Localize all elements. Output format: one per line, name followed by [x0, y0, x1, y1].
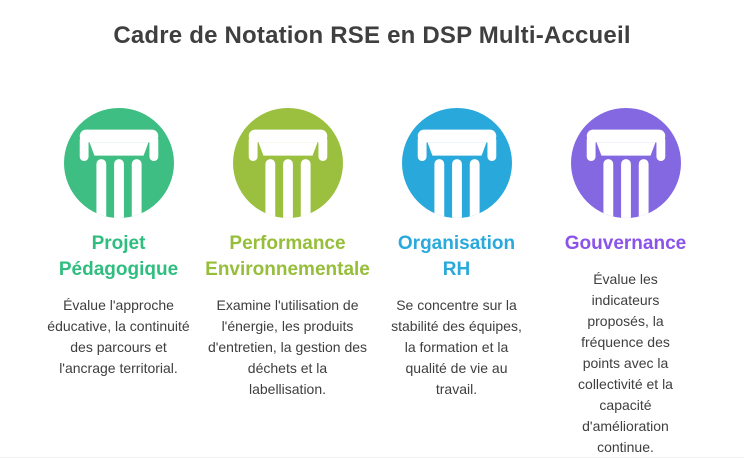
column-heading: Organisation RH	[397, 233, 516, 280]
pillar-icon	[401, 108, 512, 218]
column-heading: Performance Environnementale	[205, 233, 370, 280]
column-description: Évalue les indicateurs proposés, la fréq…	[578, 271, 673, 455]
column-projet-pedagogique: Projet Pédagogique Évalue l'approche édu…	[34, 108, 203, 457]
pillar-icon	[63, 108, 174, 218]
column-heading: Projet Pédagogique	[58, 233, 179, 280]
pillar-icon	[232, 108, 343, 218]
pillar-icon	[570, 108, 681, 218]
column-description: Se concentre sur la stabilité des équipe…	[391, 297, 522, 397]
page-title: Cadre de Notation RSE en DSP Multi-Accue…	[113, 22, 631, 49]
column-performance-environnementale: Performance Environnementale Examine l'u…	[203, 108, 372, 457]
column-description: Évalue l'approche éducative, la continui…	[47, 297, 190, 376]
column-description: Examine l'utilisation de l'énergie, les …	[207, 297, 368, 397]
column-gouvernance: Gouvernance Évalue les indicateurs propo…	[541, 108, 710, 457]
pillar-columns: Projet Pédagogique Évalue l'approche édu…	[0, 108, 744, 457]
column-organisation-rh: Organisation RH Se concentre sur la stab…	[372, 108, 541, 457]
column-heading: Gouvernance	[564, 233, 687, 254]
